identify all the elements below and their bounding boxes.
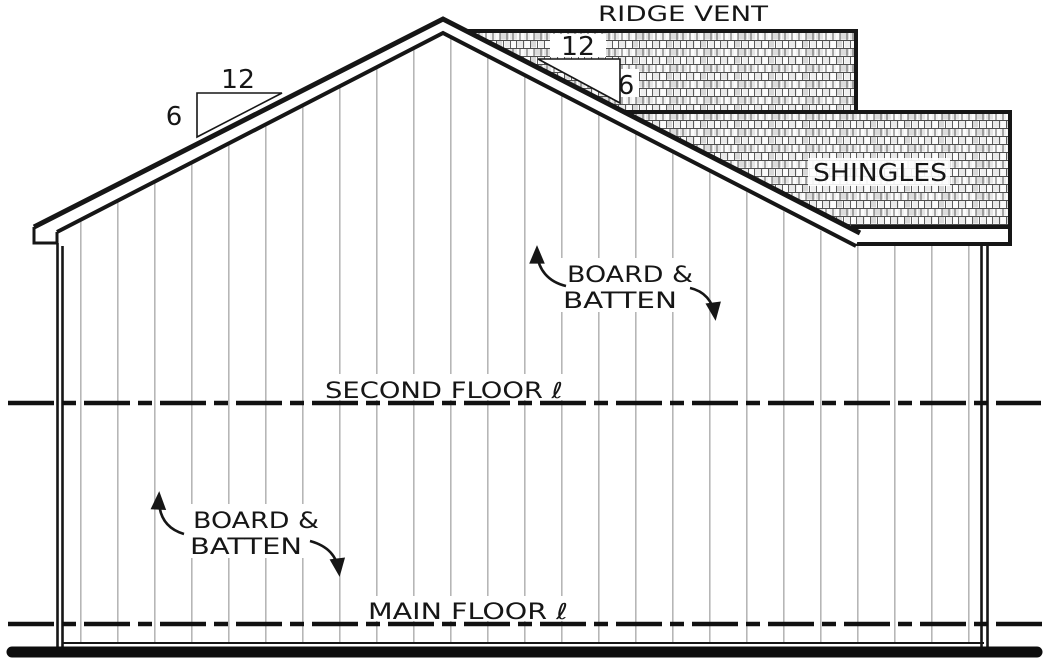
right-roof-fascia [855, 227, 1012, 246]
left-corner-trim [56, 243, 64, 651]
slope-indicator-right: 12 6 [537, 32, 639, 105]
slope-indicator-left: 12 6 [166, 65, 283, 139]
wall-corner-trim [56, 243, 989, 651]
board-batten-callout-low: BOARD & BATTEN [150, 491, 346, 577]
slope-left-run: 12 [221, 65, 255, 95]
slope-right-rise: 6 [618, 71, 635, 101]
shingles-callout: SHINGLES [808, 158, 950, 187]
board-batten-low-arrow-right [309, 539, 346, 577]
board-batten-low-line1: BOARD & [193, 509, 319, 534]
right-corner-trim [980, 246, 989, 651]
main-gable-rake [32, 16, 862, 248]
board-batten-callout-mid: BOARD & BATTEN [529, 245, 721, 321]
board-batten-mid-arrow-right [689, 286, 721, 321]
board-batten-low-line2: BATTEN [190, 535, 302, 560]
slope-right-run: 12 [561, 32, 595, 62]
main-floor-level: MAIN FLOOR ℓ [8, 596, 1044, 627]
ground-lines [6, 642, 1043, 658]
ridge-vent-label: RIDGE VENT [598, 2, 768, 26]
left-eave-return [32, 227, 59, 245]
main-floor-label: MAIN FLOOR ℓ [368, 600, 568, 625]
board-batten-mid-arrow-left [529, 245, 567, 288]
second-floor-level: SECOND FLOOR ℓ [8, 374, 1041, 406]
board-batten-mid-line1: BOARD & [567, 263, 693, 288]
wall-board-and-batten [60, 33, 984, 644]
slope-left-rise: 6 [166, 102, 183, 132]
shingles-label: SHINGLES [813, 158, 947, 187]
board-batten-low-arrow-left [150, 491, 185, 536]
board-batten-mid-line2: BATTEN [563, 289, 677, 314]
second-floor-label: SECOND FLOOR ℓ [325, 379, 563, 404]
